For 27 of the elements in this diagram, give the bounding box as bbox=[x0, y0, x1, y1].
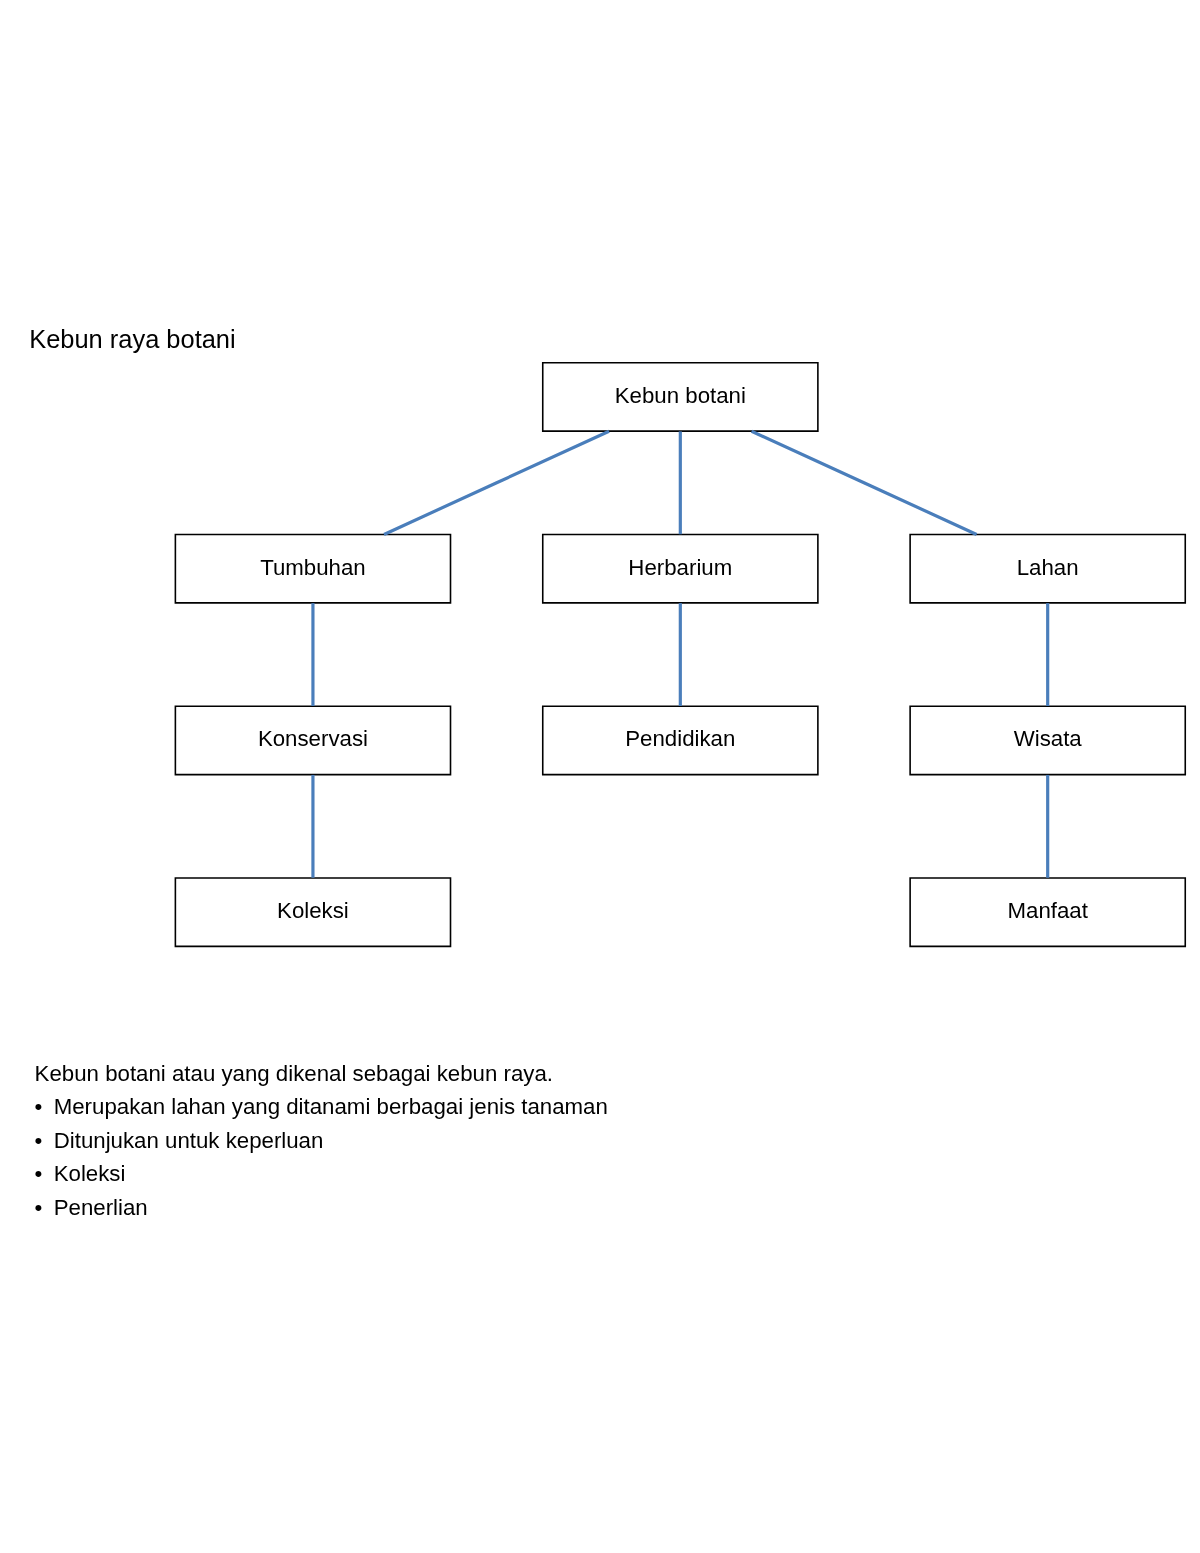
node-box: Lahan bbox=[909, 533, 1187, 604]
label: Kebun botani atau yang dikenal sebagai kebun raya. bbox=[34, 1060, 553, 1086]
label: Koleksi bbox=[53, 1160, 126, 1186]
node-box: Pendidikan bbox=[541, 704, 819, 775]
connector bbox=[750, 429, 978, 536]
node-box: Konservasi bbox=[174, 704, 452, 775]
diagram-title: Kebun raya botani bbox=[29, 324, 236, 353]
label: • bbox=[34, 1093, 43, 1119]
label: Ditunjukan untuk keperluan bbox=[53, 1127, 324, 1153]
connector bbox=[383, 429, 610, 536]
node-box: Kebun botani bbox=[541, 361, 819, 432]
connector bbox=[1046, 602, 1050, 706]
connector bbox=[678, 430, 682, 534]
node-box: Herbarium bbox=[541, 533, 819, 604]
label: • bbox=[34, 1194, 43, 1220]
node-box: Manfaat bbox=[909, 876, 1187, 947]
label: Penerlian bbox=[53, 1194, 148, 1220]
node-box: Koleksi bbox=[174, 876, 452, 947]
label: • bbox=[34, 1127, 43, 1153]
node-box: Tumbuhan bbox=[174, 533, 452, 604]
connector bbox=[311, 602, 315, 706]
node-box: Wisata bbox=[909, 704, 1187, 775]
connector bbox=[311, 774, 315, 878]
label: Merupakan lahan yang ditanami berbagai jenis tanaman bbox=[53, 1093, 608, 1119]
connector bbox=[1046, 774, 1050, 878]
label: • bbox=[34, 1160, 43, 1186]
connector bbox=[678, 602, 682, 706]
